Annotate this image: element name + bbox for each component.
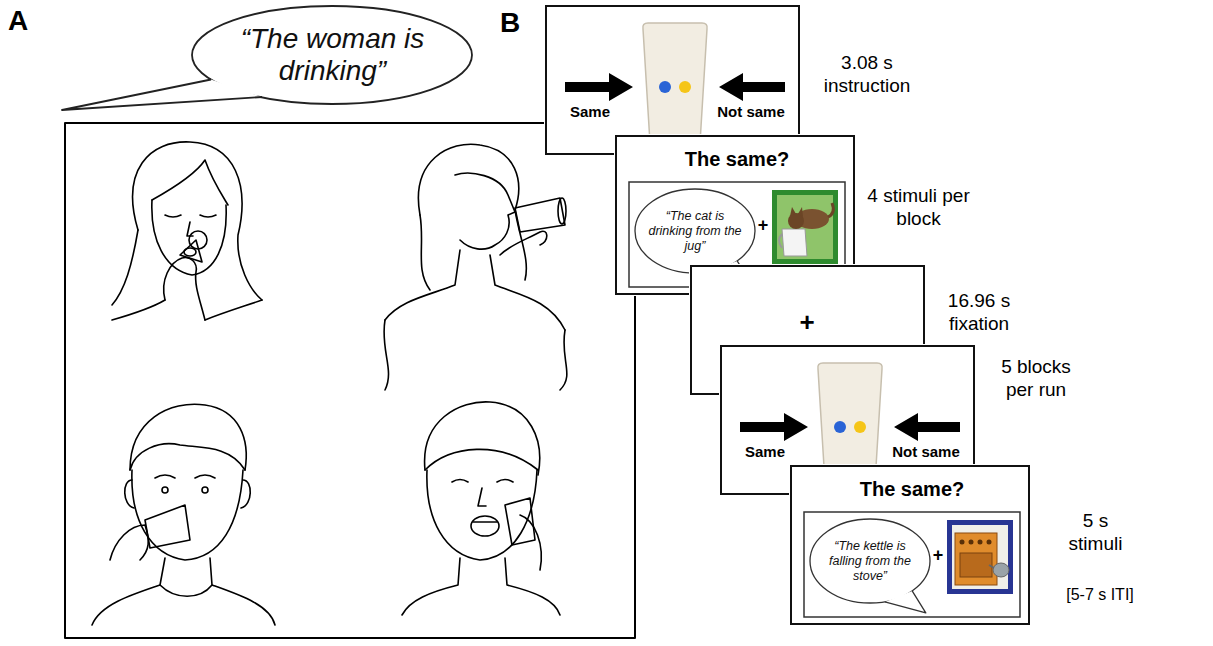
instruction-card: Same Not same	[545, 5, 800, 155]
timing-label: 5 s stimuli	[1069, 510, 1123, 554]
text-slot: +	[755, 215, 771, 237]
text-slot: 5 s stimuli	[1058, 510, 1133, 556]
text-slot: Same	[555, 103, 625, 121]
card-text: Not same	[717, 103, 785, 120]
man-eating-drawing	[402, 402, 560, 615]
panel-letter: A	[8, 5, 28, 36]
speech-text: “The kettle is falling from the stove”	[821, 539, 919, 584]
stimulus-card: The same? + “The kettle is falling from th…	[790, 465, 1030, 625]
text-slot: 5 blocks per run	[986, 356, 1086, 402]
woman-drinking-drawing	[384, 144, 567, 390]
text-slot: 16.96 s fixation	[934, 290, 1024, 336]
text-slot: Not same	[882, 443, 970, 461]
speech-bubble: “The kettle is falling from the stove”	[808, 517, 932, 605]
speech-bubble: “The woman is drinking”	[190, 4, 475, 106]
text-slot: A	[8, 4, 42, 38]
card-text: Same	[570, 103, 610, 120]
text-slot: 3.08 s instruction	[812, 52, 922, 98]
speech-text: “The woman is drinking”	[220, 23, 445, 87]
text-slot: +	[787, 307, 827, 338]
card-title: The same?	[860, 478, 964, 500]
card-text: +	[758, 215, 769, 235]
card-text: +	[799, 307, 814, 337]
response-device	[547, 7, 798, 153]
text-slot: Same	[730, 443, 800, 461]
card-text: Not same	[892, 443, 960, 460]
text-slot: Not same	[707, 103, 795, 121]
timing-label: 5 blocks per run	[1001, 356, 1071, 400]
card-text: Same	[745, 443, 785, 460]
speech-bubble: “The cat is drinking from the jug”	[633, 187, 757, 275]
man-drinking-drawing	[92, 404, 275, 625]
timing-label: 3.08 s instruction	[824, 52, 911, 96]
text-slot: B	[500, 6, 534, 40]
text-slot: +	[930, 545, 946, 567]
card-title: The same?	[685, 148, 789, 170]
timing-label: [5-7 s ITI]	[1066, 586, 1134, 603]
text-slot: [5-7 s ITI]	[1040, 585, 1160, 604]
text-slot: “The kettle is falling from the stove”	[808, 517, 932, 605]
text-slot: The same?	[617, 147, 857, 171]
panel-letter: B	[500, 7, 520, 38]
timing-label: 4 stimuli per block	[867, 185, 969, 229]
text-slot: “The cat is drinking from the jug”	[633, 187, 757, 275]
speech-text: “The cat is drinking from the jug”	[646, 209, 744, 254]
picture-frame	[65, 123, 635, 638]
timing-label: 16.96 s fixation	[948, 290, 1010, 334]
woman-eating-drawing	[112, 142, 262, 320]
text-slot: 4 stimuli per block	[866, 185, 971, 231]
text-slot: “The woman is drinking”	[190, 4, 475, 106]
text-slot: The same?	[792, 477, 1032, 501]
card-text: +	[933, 545, 944, 565]
